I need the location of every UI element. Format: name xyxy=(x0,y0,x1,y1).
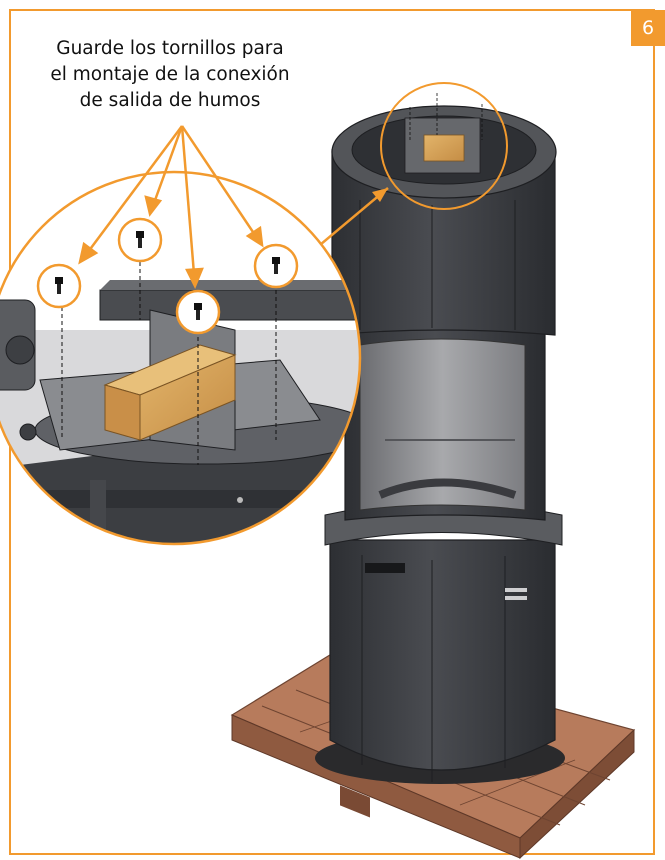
caption-line-1: Guarde los tornillos para xyxy=(56,38,284,59)
step-number-badge: 6 xyxy=(631,10,665,46)
screw-icon xyxy=(117,217,163,263)
screw-callouts xyxy=(36,217,299,335)
stove-illustration xyxy=(315,82,565,784)
pointer-arrows xyxy=(78,125,264,290)
caption-line-3: de salida de humos xyxy=(79,90,261,111)
caption: Guarde los tornillos para el montaje de … xyxy=(20,36,320,114)
callout-circle xyxy=(380,82,508,210)
detail-callout xyxy=(0,170,362,546)
screw-icon xyxy=(253,243,299,289)
screw-icon xyxy=(36,263,82,309)
caption-line-2: el montaje de la conexión xyxy=(50,64,290,85)
screw-icon xyxy=(175,289,221,335)
